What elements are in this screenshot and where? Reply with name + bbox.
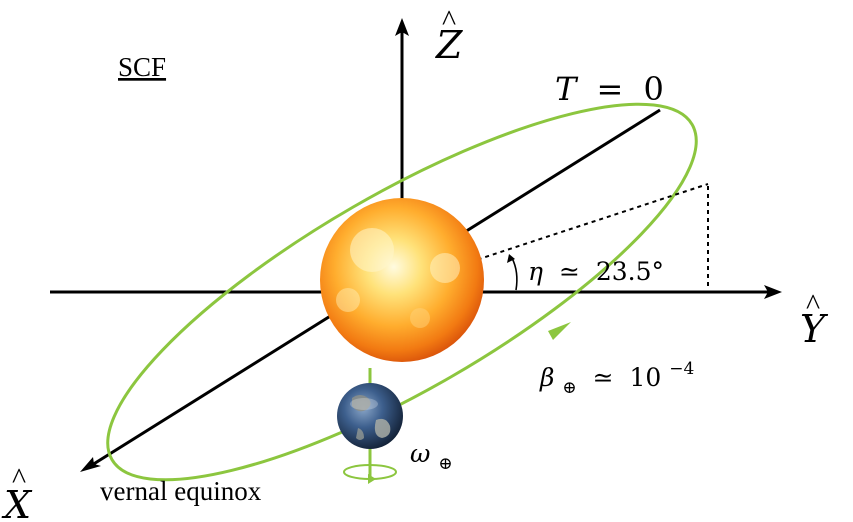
z-axis-label: ^ Z [435,4,463,67]
y-axis-hat: ^ [806,288,820,321]
x-axis-letter: X [1,483,33,522]
beta-base: 10 [630,363,662,392]
beta-relation: ≃ [593,363,614,392]
z-axis-arrowhead [395,18,409,36]
y-axis-arrowhead [764,285,782,299]
time-symbol: T [555,70,579,108]
time-value: 0 [644,70,664,108]
beta-exponent: −4 [669,359,694,379]
time-relation: = [597,70,624,108]
y-axis-label: ^ Y [800,288,829,351]
x-axis-arrowhead [80,457,101,472]
tilt-angle-arrowhead [507,254,515,263]
orbit-direction-arrow [548,322,571,340]
vernal-equinox-label: vernal equinox [100,476,262,506]
earth [337,383,403,449]
earth-spin-arrowhead [368,474,376,484]
tilt-relation: ≃ [559,257,580,286]
earth-rotation-label: ω ⊕ [410,439,453,474]
tilt-symbol: η [528,257,543,286]
earth-orbit [106,102,698,482]
x-axis-hat: ^ [12,462,26,495]
sun [320,198,484,362]
frame-label: SCF [118,52,166,82]
z-axis-hat: ^ [442,4,456,37]
reference-time-label: T = 0 [555,70,664,108]
tilt-angle-label: η ≃ 23.5° [528,257,664,286]
beta-symbol: β [539,363,554,392]
orbital-velocity-label: β ⊕ ≃ 10 −4 [539,359,694,399]
tilt-dashed-line [469,183,709,263]
x-axis-label: ^ X [1,462,33,522]
omega-symbol: ω [410,439,430,468]
tilt-angle-arc [511,257,518,291]
omega-subscript: ⊕ [438,454,452,474]
y-axis-letter: Y [800,307,829,351]
beta-subscript: ⊕ [562,378,576,398]
tilt-value: 23.5° [596,257,664,286]
z-axis-letter: Z [435,23,463,67]
